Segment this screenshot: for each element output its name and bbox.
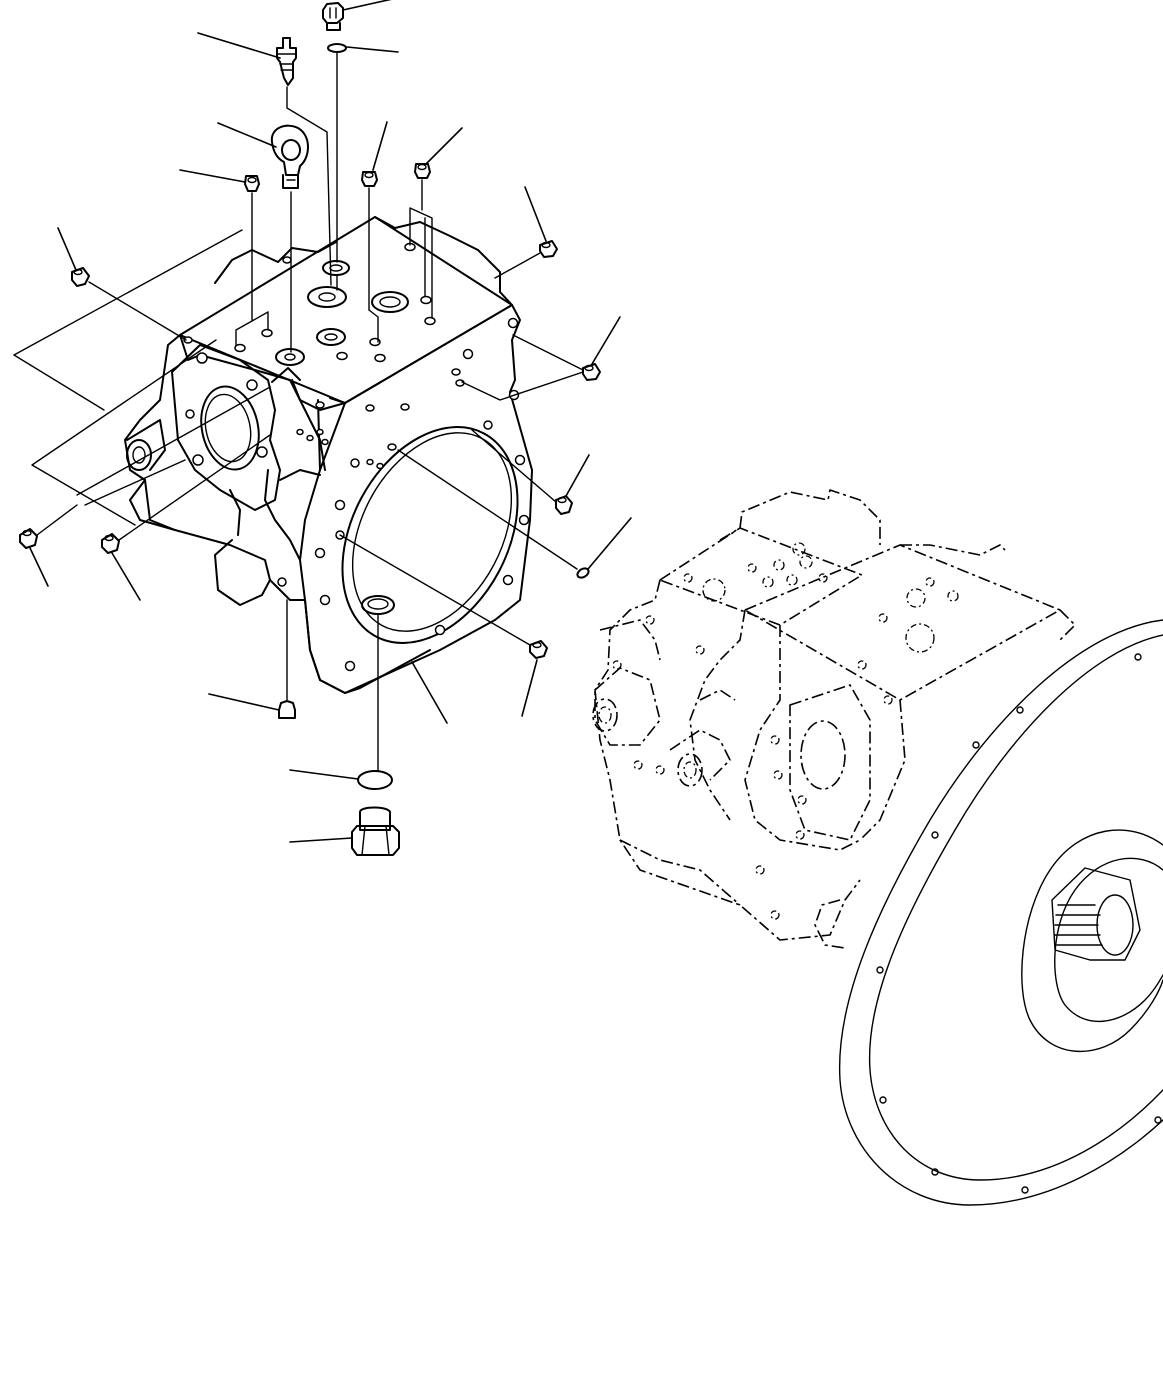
o-ring-drain (289, 614, 393, 790)
plug-small-1 (179, 169, 269, 347)
plug-small-9 (19, 504, 78, 587)
o-ring-top (327, 43, 399, 291)
plug-small-6 (461, 316, 621, 401)
pump-case (124, 216, 533, 694)
plug-small-8 (339, 534, 548, 717)
drain-plug (289, 806, 400, 856)
plug-small-2 (57, 227, 187, 341)
pump-assembly-dashed (592, 489, 1163, 1206)
plug-small-10 (101, 434, 271, 601)
plug-small-7 (471, 429, 590, 515)
plug-small-3 (361, 121, 388, 343)
case-leader (411, 661, 448, 724)
air-bleeder (197, 32, 332, 286)
dowel-pin (208, 599, 296, 719)
plug-small-5 (494, 186, 558, 279)
eye-bolt (217, 122, 309, 353)
leader-brackets (13, 229, 271, 526)
plug-top (322, 0, 392, 31)
o-ring-side (397, 449, 632, 579)
plug-small-4 (409, 127, 463, 319)
